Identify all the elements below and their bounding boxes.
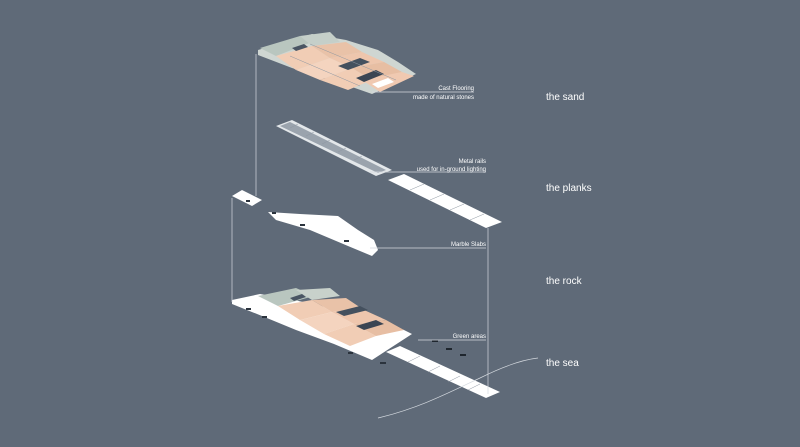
- sea-layer: [232, 288, 539, 419]
- metal-rails-line1: Metal rails: [459, 159, 486, 165]
- green-areas-label: Green areas: [453, 334, 486, 340]
- cast-flooring-line1: Cast Flooring: [438, 86, 474, 92]
- rock-layer: [232, 190, 378, 256]
- leader-lines: [370, 91, 486, 341]
- sand-layer: [258, 32, 416, 94]
- layer-title-planks: the planks: [546, 183, 592, 194]
- annotations: Cast Flooring made of natural stones Met…: [413, 86, 486, 340]
- layer-titles: the sand the planks the rock the sea: [546, 92, 592, 369]
- marble-slabs-label: Marble Slabs: [451, 242, 486, 248]
- layer-title-sea: the sea: [546, 358, 579, 369]
- cast-flooring-line2: made of natural stones: [413, 95, 474, 101]
- layer-connectors: [231, 54, 489, 394]
- layer-title-sand: the sand: [546, 92, 584, 103]
- rails-layer: [276, 120, 392, 176]
- metal-rails-line2: used for in-ground lighting: [417, 167, 486, 173]
- planks-layer: [388, 174, 502, 228]
- layer-title-rock: the rock: [546, 276, 583, 287]
